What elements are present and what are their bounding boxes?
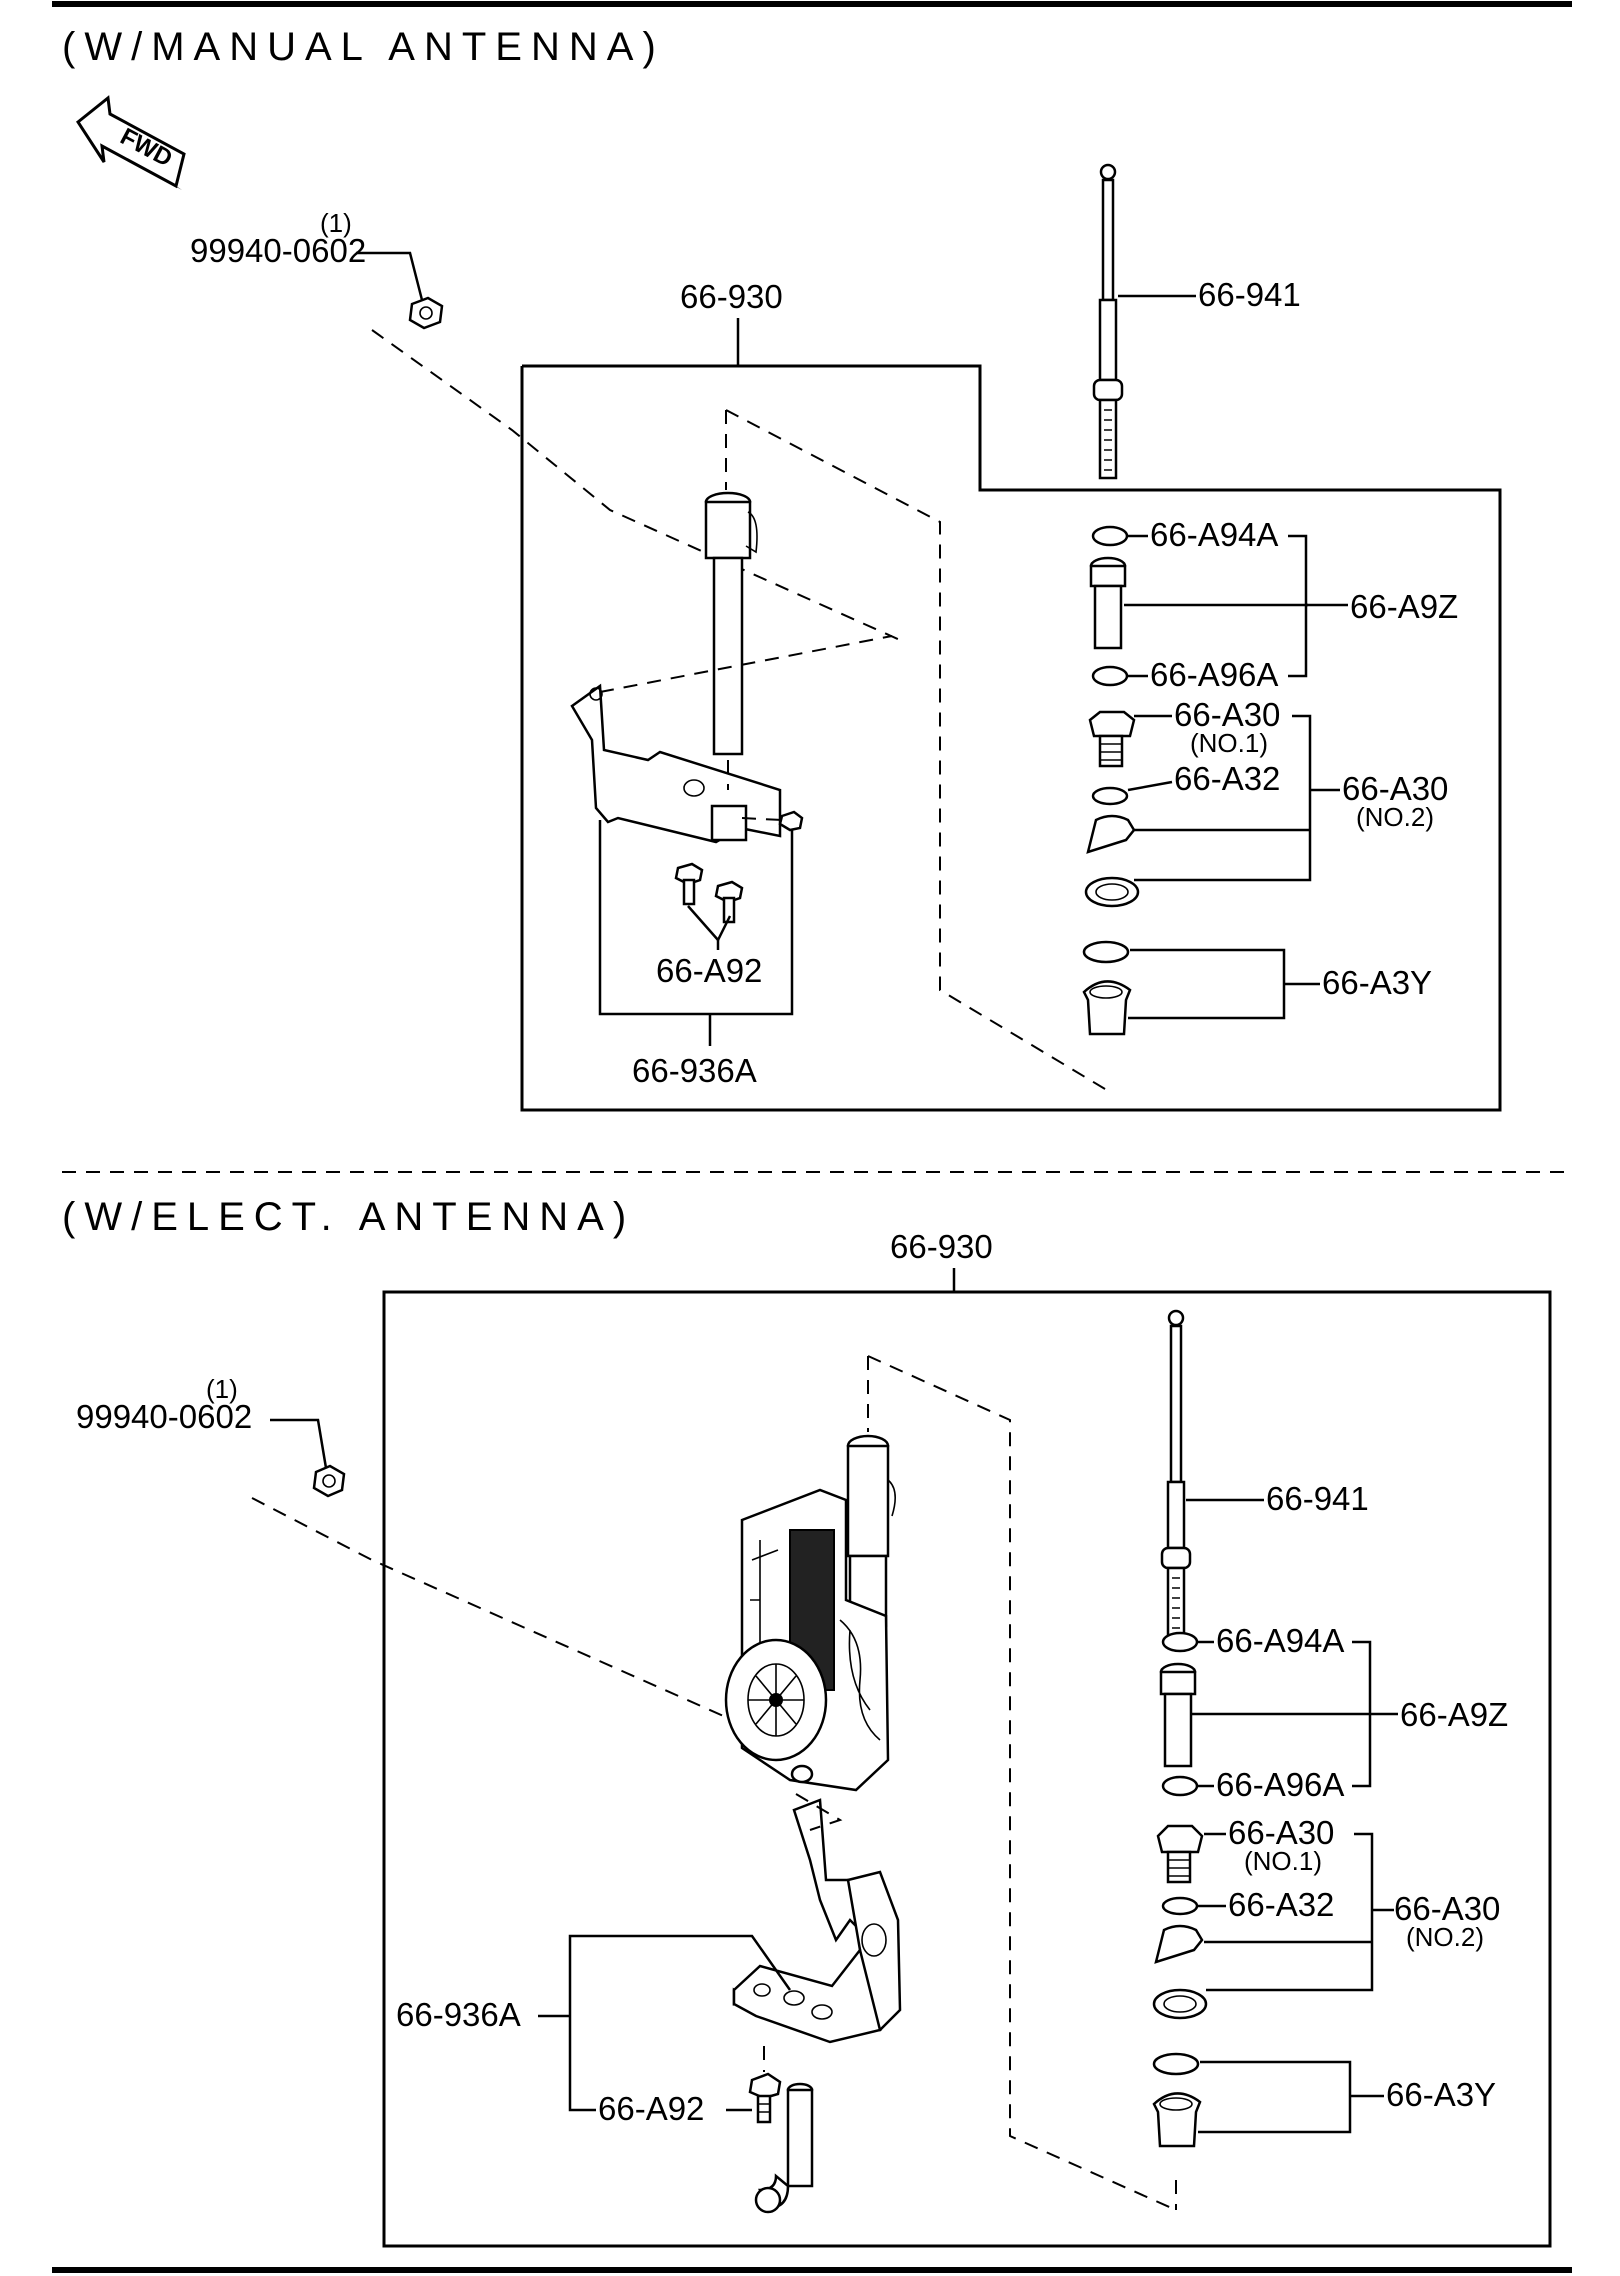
washer-mid-label: 66-A32 — [1174, 760, 1280, 797]
bracket-label: 66-936A — [632, 1052, 757, 1089]
nut-no2-note: (NO.2) — [1406, 1922, 1484, 1952]
section-header: (W/ELECT. ANTENNA) — [62, 1195, 635, 1239]
washer-bottom-label: 66-A96A — [1216, 1766, 1344, 1803]
rod-label: 66-941 — [1198, 276, 1301, 313]
washer-mid-label: 66-A32 — [1228, 1886, 1334, 1923]
nut-no1-label: 66-A30 — [1174, 696, 1280, 733]
nut-dashed-path — [371, 329, 901, 641]
bracket-dashed-path — [795, 1793, 843, 1831]
nut-qty: (1) — [206, 1374, 238, 1404]
assembly-box — [382, 1290, 1552, 2248]
nut-dashed-path — [251, 1497, 801, 1751]
ferrule-set-bracket — [1352, 1640, 1398, 1788]
assembly-box — [520, 364, 1502, 1112]
washer-top-label: 66-A94A — [1150, 516, 1278, 553]
bracket-leader — [598, 820, 794, 1046]
washer-bottom-part — [1091, 665, 1129, 687]
assembly-label: 66-930 — [890, 1228, 993, 1265]
nut-no1-note: (NO.1) — [1244, 1846, 1322, 1876]
ferrule-set-label: 66-A9Z — [1400, 1696, 1508, 1733]
electric-antenna-section: (W/ELECT. ANTENNA) 66-930 (1) 99940-0602 — [62, 1195, 1552, 2248]
bolts-label: 66-A92 — [656, 952, 762, 989]
ferrule-set-bracket — [1288, 534, 1348, 678]
nut-no2-label: 66-A30 — [1394, 1890, 1500, 1927]
fwd-arrow-icon: FWD — [76, 95, 186, 190]
assembly-dashed-frame — [867, 1355, 1177, 2211]
nut-no2-bracket — [1134, 714, 1340, 882]
washer-mid-leader — [1127, 780, 1173, 792]
screw-dashed-path — [741, 817, 783, 821]
nut-part-label: 99940-0602 — [76, 1398, 252, 1435]
antenna-rod-part — [1160, 1309, 1192, 1644]
nut-part-label: 99940-0602 — [190, 232, 366, 269]
nut-no2-part — [1084, 814, 1140, 908]
nut-no2-note: (NO.2) — [1356, 802, 1434, 832]
ferrule-part — [1159, 1662, 1197, 1768]
bolt-part — [748, 2072, 782, 2124]
nut-part — [312, 1464, 346, 1498]
nut-qty: (1) — [320, 208, 352, 238]
rod-label: 66-941 — [1266, 1480, 1369, 1517]
bracket-leader — [538, 1934, 792, 2112]
bezel-bracket — [1128, 948, 1320, 1020]
nut-part — [408, 296, 444, 330]
ferrule-set-label: 66-A9Z — [1350, 588, 1458, 625]
antenna-motor-part — [724, 1434, 896, 1792]
assembly-label: 66-930 — [680, 278, 783, 315]
nut-no1-part — [1088, 710, 1136, 768]
washer-bottom-part — [1161, 1775, 1199, 1797]
washer-top-label: 66-A94A — [1216, 1622, 1344, 1659]
nut-no1-note: (NO.1) — [1190, 728, 1268, 758]
antenna-rod-part — [1092, 163, 1124, 480]
nut-no1-label: 66-A30 — [1228, 1814, 1334, 1851]
bezel-bracket — [1198, 2060, 1384, 2134]
washer-mid-part — [1091, 786, 1129, 806]
nut-no2-bracket — [1204, 1832, 1394, 1992]
mount-bracket-part — [570, 683, 782, 844]
bezel-label: 66-A3Y — [1322, 964, 1432, 1001]
ferrule-part — [1089, 556, 1127, 650]
washer-bottom-label: 66-A96A — [1150, 656, 1278, 693]
bolts-label: 66-A92 — [598, 2090, 704, 2127]
nut-leader — [356, 251, 424, 301]
bracket-dashed-path — [599, 635, 893, 693]
washer-top-part — [1091, 525, 1129, 547]
bolt-part — [674, 810, 804, 924]
drain-tube-part — [754, 2082, 814, 2214]
manual-antenna-section: (W/MANUAL ANTENNA) FWD (1) 99940-0602 66… — [62, 25, 1502, 1112]
bezel-part — [1152, 2052, 1202, 2148]
section-header: (W/MANUAL ANTENNA) — [62, 25, 665, 69]
assembly-dashed-frame — [725, 409, 1111, 1093]
bezel-part — [1082, 940, 1132, 1036]
antenna-pipe-part — [704, 491, 758, 756]
mount-bracket-part — [732, 1798, 902, 2044]
nut-no2-label: 66-A30 — [1342, 770, 1448, 807]
nut-no2-part — [1152, 1924, 1208, 2020]
bracket-label: 66-936A — [396, 1996, 521, 2033]
nut-leader — [270, 1418, 328, 1469]
nut-no1-part — [1156, 1824, 1204, 1884]
washer-top-part — [1161, 1631, 1199, 1653]
washer-mid-part — [1161, 1896, 1199, 1916]
bezel-label: 66-A3Y — [1386, 2076, 1496, 2113]
